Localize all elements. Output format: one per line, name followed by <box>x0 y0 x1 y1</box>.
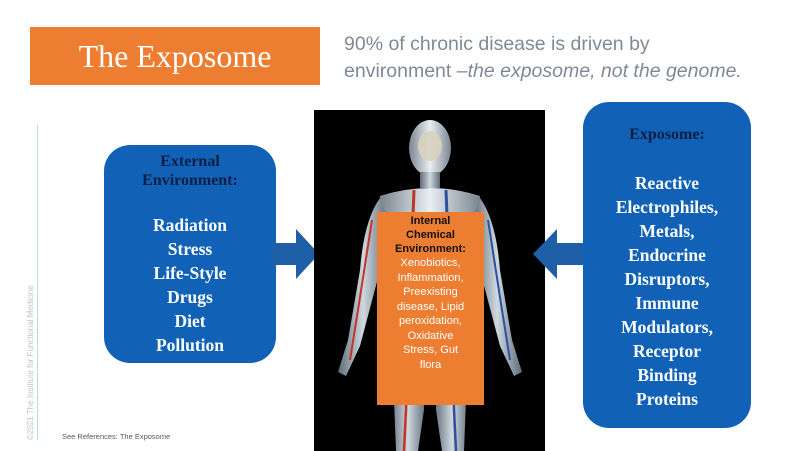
side-rule <box>37 125 38 440</box>
external-item: Radiation <box>153 215 227 235</box>
subtitle: 90% of chronic disease is driven by envi… <box>344 31 799 85</box>
external-environment-box: External Environment: Radiation Stress L… <box>104 145 276 363</box>
internal-heading-line-2: Chemical <box>406 229 455 241</box>
external-heading: External Environment: <box>104 152 276 190</box>
exposome-item: Binding <box>637 365 697 385</box>
internal-item: Oxidative <box>407 329 454 342</box>
internal-item: Xenobiotics, <box>400 257 461 269</box>
exposome-item: Reactive <box>634 173 700 193</box>
external-item: Drugs <box>167 287 213 307</box>
exposome-item: Disruptors, <box>624 269 710 289</box>
exposome-item: Modulators, <box>621 317 713 337</box>
subtitle-italic: the exposome, not the genome. <box>467 60 742 82</box>
exposome-item: Metals, <box>639 221 695 241</box>
slide-title: The Exposome <box>78 37 272 74</box>
external-item: Diet <box>174 311 206 331</box>
external-item: Pollution <box>155 335 225 355</box>
footer-reference: See References: The Exposome <box>62 432 171 441</box>
external-items: Radiation Stress Life-Style Drugs Diet P… <box>104 213 276 357</box>
exposome-item: Endocrine <box>628 245 706 265</box>
exposome-item: Proteins <box>636 389 698 409</box>
arrow-right-icon <box>272 229 319 279</box>
external-heading-line-1: External <box>160 153 220 170</box>
internal-heading-line-1: Internal <box>410 215 451 227</box>
exposome-item: Receptor <box>632 341 702 361</box>
internal-heading: Internal Chemical Environment: <box>377 214 484 256</box>
subtitle-plain: environment – <box>344 60 468 82</box>
internal-item: Inflammation, <box>397 271 464 284</box>
subtitle-line-1: 90% of chronic disease is driven by <box>344 33 650 55</box>
external-item: Life-Style <box>153 263 227 283</box>
exposome-box: Exposome: Reactive Electrophiles, Metals… <box>583 102 751 428</box>
copyright-text: ©2021 The Institute for Functional Medic… <box>26 285 35 440</box>
internal-item: disease, Lipid <box>396 300 465 313</box>
external-heading-line-2: Environment: <box>142 172 238 189</box>
exposome-item: Immune <box>635 293 699 313</box>
internal-item: peroxidation, <box>399 315 462 327</box>
internal-heading-line-3: Environment: <box>395 243 466 255</box>
exposome-heading: Exposome: <box>629 126 705 143</box>
external-item: Stress <box>167 239 213 259</box>
internal-item: Preexisting <box>403 286 458 298</box>
internal-item: flora <box>419 358 442 371</box>
internal-item: Stress, Gut <box>402 344 459 356</box>
internal-items: Xenobiotics, Inflammation, Preexisting d… <box>377 256 484 372</box>
exposome-items: Reactive Electrophiles, Metals, Endocrin… <box>583 171 751 411</box>
exposome-item: Electrophiles, <box>615 197 719 217</box>
title-box: The Exposome <box>30 27 320 85</box>
arrow-left-icon <box>533 229 583 279</box>
subtitle-line-2: environment –the exposome, not the genom… <box>344 58 799 85</box>
internal-environment-box: Internal Chemical Environment: Xenobioti… <box>377 212 484 405</box>
